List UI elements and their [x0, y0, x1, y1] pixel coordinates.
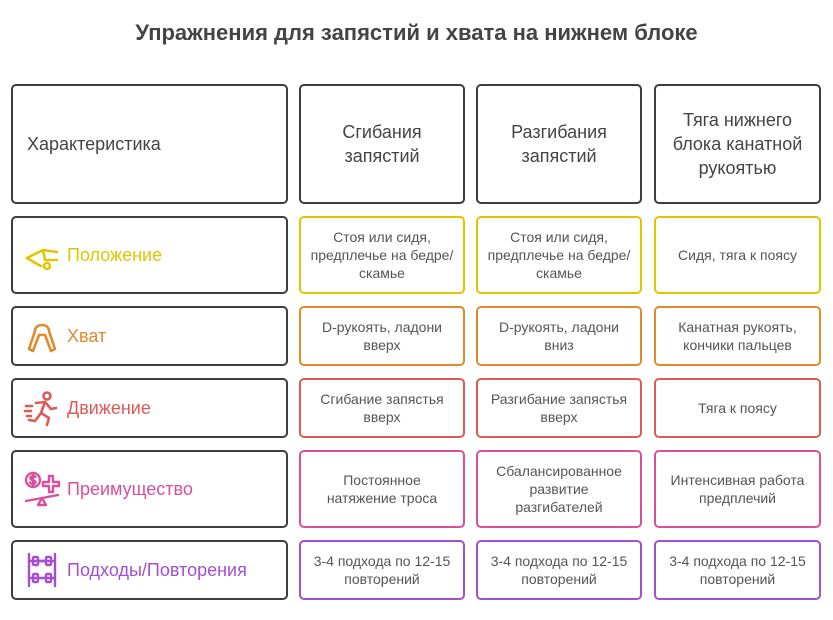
header-rope-cable-row-label: Тяга нижнего блока канатной рукоятью: [672, 110, 803, 178]
row-label-benefit: Преимущество: [11, 450, 288, 528]
balance-benefit-icon: [24, 471, 61, 507]
cell-movement-wrist-extensions: Разгибание запястья вверх: [476, 378, 642, 438]
row-label-movement: Движение: [11, 378, 288, 438]
header-wrist-extensions-label: Разгибания запястий: [511, 122, 607, 166]
cell-grip-wrist-extensions: D-рукоять, ладони вниз: [476, 306, 642, 366]
header-characteristic: Характеристика: [11, 84, 288, 204]
row-label-sets-reps: Подходы/Повторения: [11, 540, 288, 600]
dumbbell-rack-icon: [27, 552, 57, 588]
cell-sets-reps-wrist-extensions: 3-4 подхода по 12-15 повторений: [476, 540, 642, 600]
cell-position-rope-row: Сидя, тяга к поясу: [654, 216, 821, 294]
running-figure-icon: [23, 391, 58, 427]
cell-position-wrist-extensions: Стоя или сидя, предплечье на бедре/скамь…: [476, 216, 642, 294]
cell-benefit-rope-row: Интенсивная работа предплечий: [654, 450, 821, 528]
row-label-movement-text: Движение: [67, 397, 151, 418]
position-icon: [25, 248, 59, 271]
row-label-grip-text: Хват: [67, 325, 107, 346]
cell-benefit-wrist-extensions: Сбалансированное развитие разгибателей: [476, 450, 642, 528]
header-wrist-extensions: Разгибания запястий: [476, 84, 642, 204]
row-label-position: Положение: [11, 216, 288, 294]
cell-benefit-wrist-curls: Постоянное натяжение троса: [299, 450, 465, 528]
cell-grip-rope-row: Канатная рукоять, кончики пальцев: [654, 306, 821, 366]
cell-movement-wrist-curls: Сгибание запястья вверх: [299, 378, 465, 438]
page-title: Упражнения для запястий и хвата на нижне…: [135, 20, 698, 45]
header-wrist-curls-label: Сгибания запястий: [342, 122, 422, 166]
row-label-grip: Хват: [11, 306, 288, 366]
cell-position-wrist-curls: Стоя или сидя, предплечье на бедре/скамь…: [299, 216, 465, 294]
header-wrist-curls: Сгибания запястий: [299, 84, 465, 204]
hand-gripper-icon: [27, 323, 57, 353]
row-label-sets-reps-text: Подходы/Повторения: [67, 559, 247, 580]
cell-sets-reps-wrist-curls: 3-4 подхода по 12-15 повторений: [299, 540, 465, 600]
header-rope-cable-row: Тяга нижнего блока канатной рукоятью: [654, 84, 821, 204]
header-characteristic-label: Характеристика: [27, 134, 161, 154]
row-label-benefit-text: Преимущество: [67, 478, 193, 499]
row-label-position-text: Положение: [67, 244, 163, 265]
cell-sets-reps-rope-row: 3-4 подхода по 12-15 повторений: [654, 540, 821, 600]
cell-movement-rope-row: Тяга к поясу: [654, 378, 821, 438]
cell-grip-wrist-curls: D-рукоять, ладони вверх: [299, 306, 465, 366]
